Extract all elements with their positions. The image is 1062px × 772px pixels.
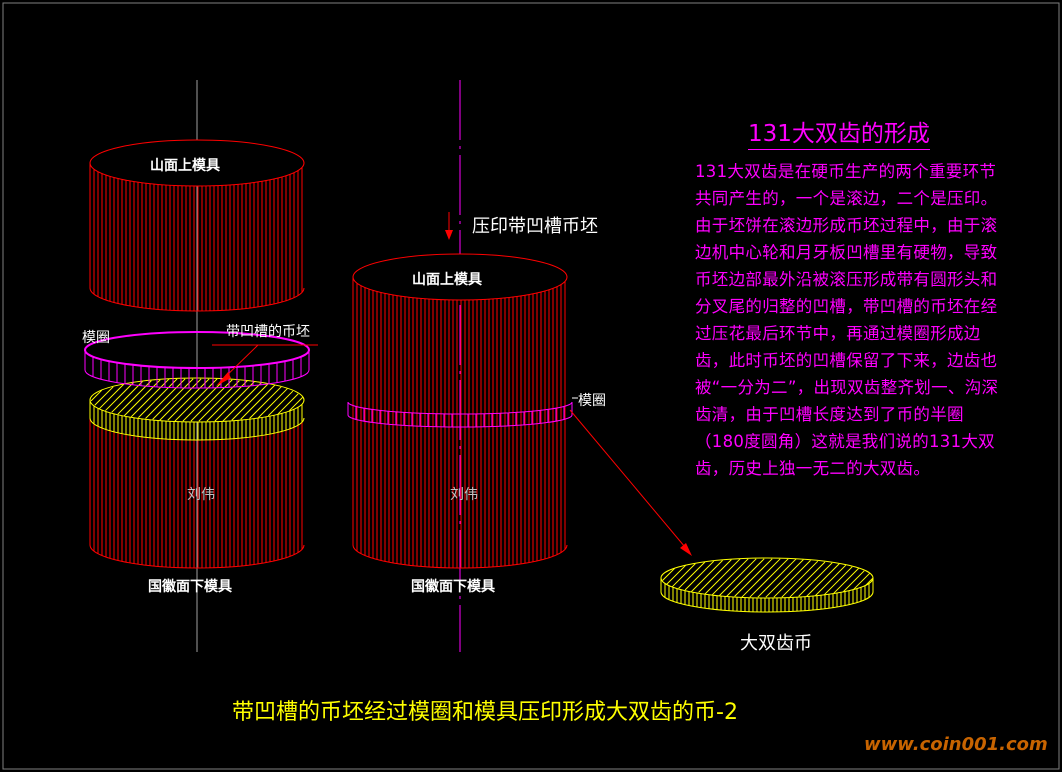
hatch-line [130,378,170,418]
caption: 带凹槽的币坯经过模圈和模具压印形成大双齿的币-2 [232,700,738,725]
hatch-line [249,386,282,419]
top-ellipse [352,253,568,301]
name-label-left: 刘伟 [187,487,215,503]
bottom-arc [347,414,573,428]
ring-band-mid [347,402,573,428]
hatch-line [833,568,859,594]
hatch-line [258,388,288,418]
ring-label-mid: 模圈 [578,393,606,409]
leader-arrow-head [216,372,231,386]
bottom-arc [89,417,305,441]
hatch-line [666,564,687,585]
hatch-line [698,559,732,593]
hatch-line [719,558,757,596]
upper-die-label-mid: 山面上模具 [412,272,482,288]
bottom-arc [89,287,305,312]
hatch-line [815,564,847,596]
hatch-line [773,560,811,598]
hatch-line [684,560,715,591]
hatch-line [277,393,299,415]
hatch-line [167,378,210,421]
ring-band-left [84,350,310,389]
hatch-line [138,378,178,418]
hatch-line [240,384,276,420]
upper-die-left [89,139,305,312]
coin-arrow-head [680,543,692,556]
top-ellipse [89,139,305,187]
hatch-line [267,390,294,417]
bottom-arc [660,591,874,613]
hatch-line [182,378,226,422]
hatch-line [865,577,874,586]
hatch-line [704,558,741,595]
hatch-line [726,558,765,597]
lower-die-label-mid: 国徽面下模具 [411,579,495,595]
lower-die-label-left: 国徽面下模具 [148,579,232,595]
coin-arrow [569,409,691,554]
bottom-arc [89,544,305,569]
hatch-line [691,560,723,592]
hatch-line [789,561,826,598]
hatch-line [853,572,871,590]
hatch-line [111,381,143,413]
hatch-line [222,382,262,422]
hatch-line [206,380,248,422]
hatch-line [123,379,161,417]
hatch-line [734,558,773,597]
name-label-mid: 刘伟 [450,487,478,503]
hatch-line [105,382,134,411]
blank-label-left: 带凹槽的币坯 [226,324,310,340]
hatch-line [798,562,833,597]
description-text: 131大双齿是在硬币生产的两个重要环节共同产生的，一个是滚边，二个是压印。由于坯… [695,162,999,478]
press-arrow-head [445,230,453,240]
hatch-line [214,381,255,422]
coin-label: 大双齿币 [740,633,812,654]
hatch-line [190,379,233,422]
hatch-line [159,378,202,421]
hatch-line [765,559,804,598]
lower-die-left [89,412,305,569]
section-title: 131大双齿的形成 [748,114,930,150]
bottom-arc [84,369,310,389]
hatch-line [711,558,749,596]
hatch-line [678,561,706,589]
bottom-arc [352,544,568,569]
hatch-line [289,397,303,411]
hatch-line [662,568,675,581]
hatch-line [94,386,114,406]
hatch-line [823,566,853,596]
ring-label-left: 模圈 [82,330,110,346]
hatch-line [98,383,125,410]
hatch-line [749,558,789,598]
blank-edge-left [89,400,305,441]
hatch-line [671,563,696,588]
upper-die-label-left: 山面上模具 [150,158,220,174]
hatch-line [757,558,797,598]
hatch-line [145,378,186,419]
coin-edge [660,578,874,613]
ring-top-left [84,331,310,369]
hatch-line [806,563,840,597]
hatch-line [843,570,865,592]
press-assembly-mid [352,253,568,569]
double-tooth-coin [660,557,874,599]
hatch-line [781,560,819,598]
ring-top-mid [347,401,573,415]
hatch-line [174,378,218,422]
press-label: 压印带凹槽币坯 [472,216,598,237]
watermark: www.coin001.com [864,734,1048,755]
hatch-line [152,378,194,420]
hatch-line [231,383,269,421]
hatch-line [741,558,781,598]
hatch-line [90,389,103,402]
